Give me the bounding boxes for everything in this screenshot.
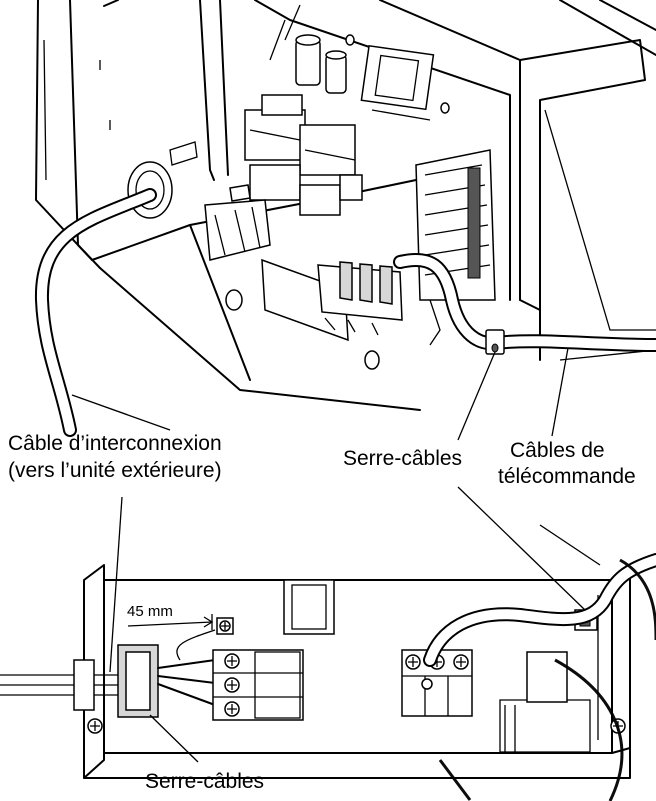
leader-line <box>71 394 171 431</box>
leader-line <box>149 714 199 763</box>
leader-line <box>551 347 569 437</box>
interconnect-cable-label: Câble d’interconnexion <box>8 432 222 455</box>
terminal-bracket-diagram <box>0 553 656 779</box>
interconnect-cable-note: (vers l’unité extérieure) <box>8 459 222 482</box>
cable-clamp-bottom-label: Serre-câbles <box>145 770 265 793</box>
cable-clamp-top-label: Serre-câbles <box>343 447 463 470</box>
remote-cables-label-line2: télécommande <box>498 465 636 488</box>
leader-line <box>457 486 586 611</box>
indoor-unit-illustration <box>34 0 656 437</box>
leader-line <box>109 496 123 673</box>
strip-length-dimension: 45 mm <box>127 603 173 620</box>
remote-cables-label-line1: Câbles de <box>510 439 605 462</box>
leader-line <box>539 524 601 566</box>
leader-line <box>457 351 496 441</box>
